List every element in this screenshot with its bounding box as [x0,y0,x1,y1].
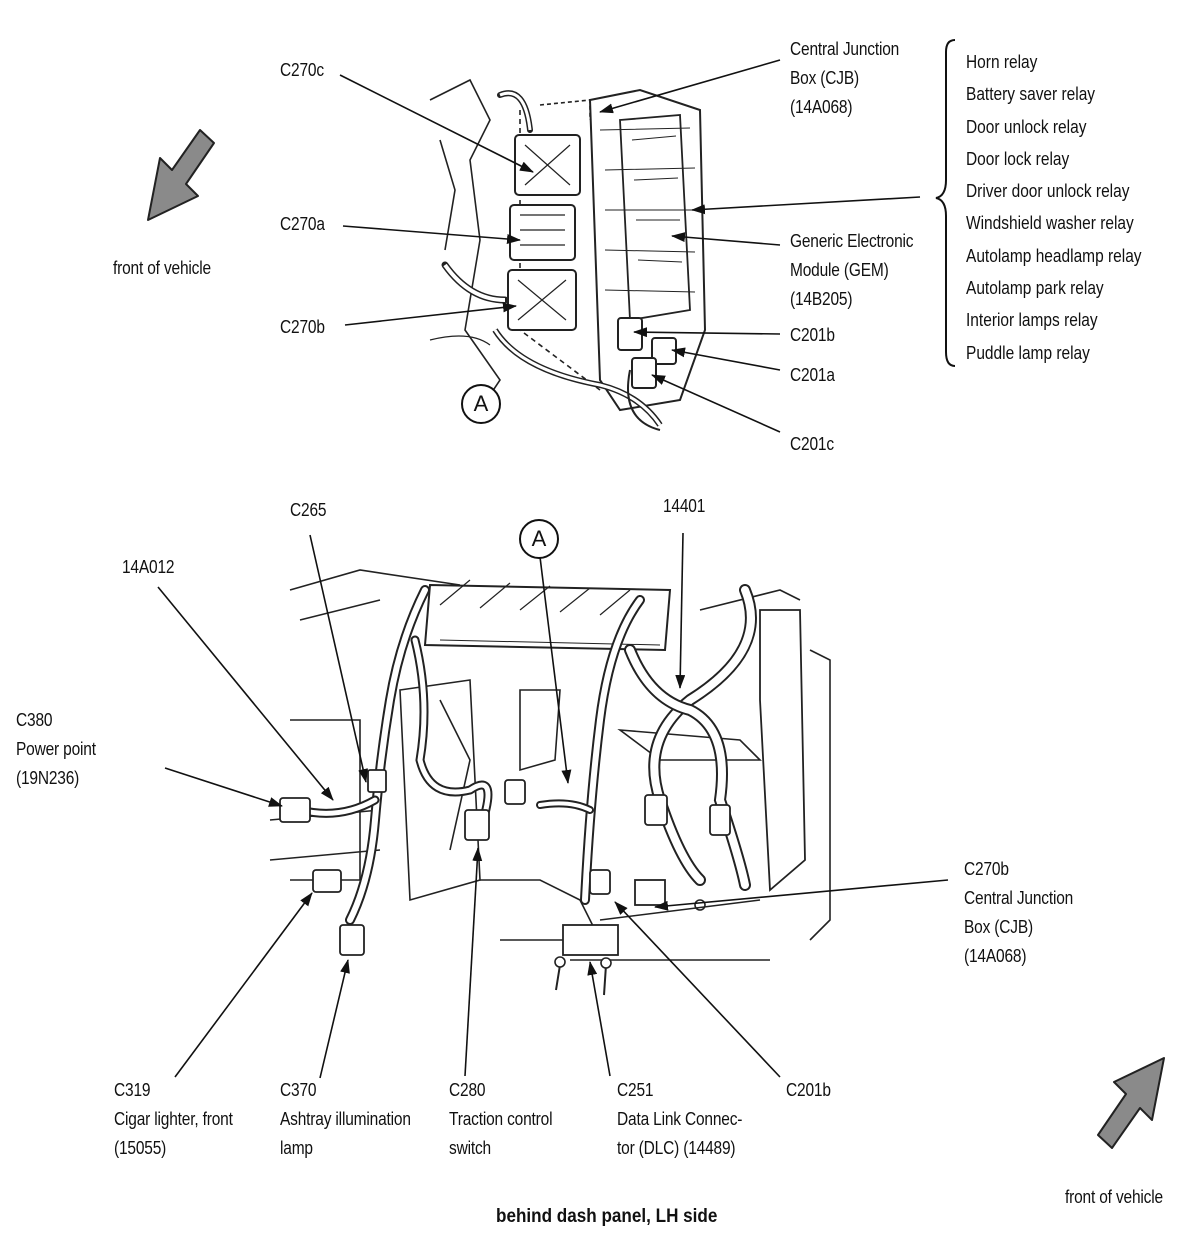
callout-c270b: C270b [280,317,325,337]
relay-item: Door lock relay [966,148,1070,169]
cjb-line-1: Central Junction [790,39,900,59]
callout-harness-14401: 14401 [663,496,706,516]
front-of-vehicle-label-bottom: front of vehicle [1065,1187,1163,1207]
front-of-vehicle-arrow-icon [147,129,215,221]
c380-line-2: Power point [16,739,96,759]
c270b-cjb-line-3: Box (CJB) [964,917,1033,937]
cjb-gem-assembly-drawing [429,78,707,431]
front-of-vehicle-arrow-icon-bottom [1097,1057,1165,1149]
detail-marker-a-top: A [461,384,501,424]
c370-line-1: C370 [280,1080,317,1100]
bottom-view-leader-lines [157,532,949,1079]
callout-c201a: C201a [790,365,835,385]
relay-item: Horn relay [966,52,1038,72]
c270b-cjb-line-1: C270b [964,859,1009,879]
callout-c201c: C201c [790,434,834,454]
c370-line-3: lamp [280,1138,313,1158]
c251-line-1: C251 [617,1080,654,1100]
relay-item: Interior lamps relay [966,310,1098,331]
relay-list: Horn relay Battery saver relay Door unlo… [966,46,1142,369]
detail-marker-a-bottom: A [519,519,559,559]
c319-line-3: (15055) [114,1138,167,1158]
relay-item: Battery saver relay [966,84,1096,105]
relay-item: Door unlock relay [966,116,1087,137]
relay-group-brace [935,39,956,367]
c280-line-2: Traction control [449,1109,553,1129]
c280-line-3: switch [449,1138,491,1158]
c270b-cjb-line-2: Central Junction [964,888,1074,908]
relay-item: Puddle lamp relay [966,342,1090,363]
callout-c370-ashtray: C370 Ashtray illumination lamp [280,1076,411,1163]
relay-item: Windshield washer relay [966,213,1134,234]
c319-line-2: Cigar lighter, front [114,1109,233,1129]
c251-line-2: Data Link Connec- [617,1109,743,1129]
callout-c270b-cjb: C270b Central Junction Box (CJB) (14A068… [964,855,1073,971]
c370-line-2: Ashtray illumination [280,1109,411,1129]
dash-connectors-drawing [279,769,731,956]
callout-c265: C265 [290,500,327,520]
gem-line-3: (14B205) [790,289,853,309]
gem-line-1: Generic Electronic [790,231,914,251]
c380-line-1: C380 [16,710,53,730]
c380-line-3: (19N236) [16,768,80,788]
callout-c380-power-point: C380 Power point (19N236) [16,706,96,793]
relay-item: Autolamp headlamp relay [966,245,1142,266]
c319-line-1: C319 [114,1080,151,1100]
callout-c319-cigar-lighter: C319 Cigar lighter, front (15055) [114,1076,233,1163]
harness-14401-drawing [295,584,757,925]
gem-line-2: Module (GEM) [790,260,889,280]
c251-line-3: tor (DLC) (14489) [617,1138,736,1158]
callout-c251-dlc: C251 Data Link Connec- tor (DLC) (14489) [617,1076,742,1163]
callout-c280-traction-control: C280 Traction control switch [449,1076,553,1163]
relay-item: Autolamp park relay [966,278,1104,299]
top-view-leader-lines [339,59,921,433]
c270b-cjb-line-4: (14A068) [964,946,1027,966]
c280-line-1: C280 [449,1080,486,1100]
callout-harness-14a012: 14A012 [122,557,175,577]
callout-c270c: C270c [280,60,324,80]
callout-c201b-top: C201b [790,325,835,345]
relay-item: Driver door unlock relay [966,181,1130,202]
callout-generic-electronic-module: Generic Electronic Module (GEM) (14B205) [790,227,914,314]
callout-c201b-bottom: C201b [786,1080,831,1100]
cjb-line-2: Box (CJB) [790,68,859,88]
callout-central-junction-box: Central Junction Box (CJB) (14A068) [790,35,899,122]
front-of-vehicle-label: front of vehicle [113,258,211,278]
figure-caption: behind dash panel, LH side [496,1206,718,1227]
callout-c270a: C270a [280,214,325,234]
cjb-line-3: (14A068) [790,97,853,117]
